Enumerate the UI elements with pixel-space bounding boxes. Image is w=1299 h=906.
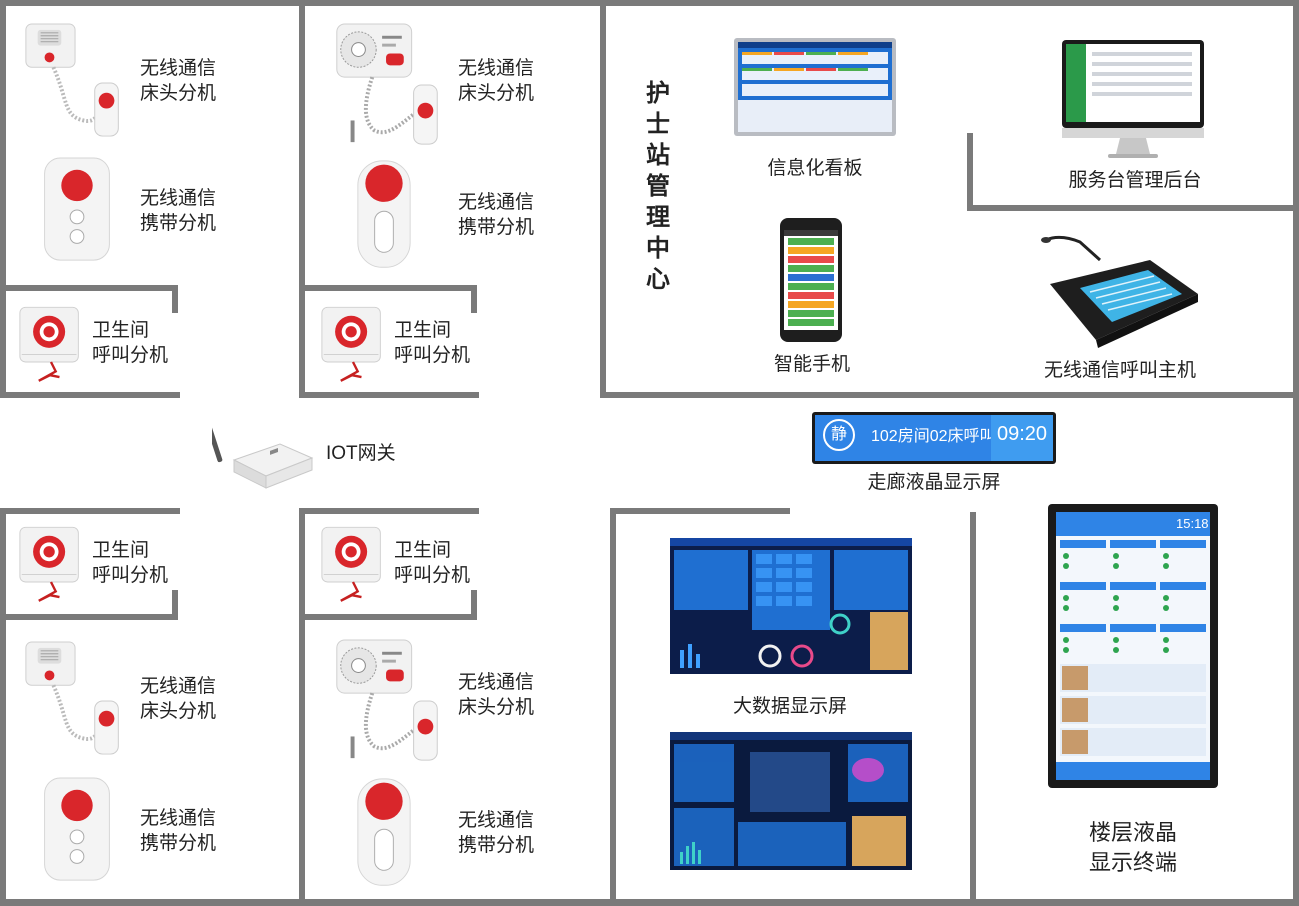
portable-label-bl: 无线通信 携带分机	[140, 808, 217, 854]
floor-lcd-terminal-icon	[1048, 504, 1218, 788]
portable-unit-tm	[356, 158, 412, 272]
wall-outer-bottom	[0, 899, 1299, 906]
wall-bigdata-top	[610, 508, 790, 514]
wall-top-room-divider	[299, 0, 305, 398]
portable-unit-tl	[42, 156, 112, 264]
wall-outer-right	[1293, 0, 1299, 906]
bedside-label-tm: 无线通信 床头分机	[458, 58, 535, 104]
wall-bath-tl-right	[172, 285, 178, 313]
corridor-lcd-label: 走廊液晶显示屏	[867, 472, 1001, 493]
wall-nurse-bottom	[600, 392, 1299, 398]
big-data-screen-1	[670, 538, 912, 674]
bedside-label-bl: 无线通信 床头分机	[140, 676, 217, 722]
quiet-icon: 静	[823, 419, 855, 451]
portable-unit-bm	[356, 776, 412, 890]
bathroom-label-tm: 卫生间 呼叫分机	[394, 320, 471, 366]
wall-outer-top	[0, 0, 1299, 6]
bathroom-unit-bl	[18, 524, 84, 606]
bathroom-unit-tm	[320, 304, 386, 386]
wall-bigdata-left	[610, 508, 616, 906]
wall-bath-bl-right	[172, 590, 178, 620]
portable-label-tm: 无线通信 携带分机	[458, 192, 535, 238]
wall-nurse-left	[600, 0, 606, 394]
wall-top-mid-bottom	[299, 392, 479, 398]
wall-top-left-bottom	[0, 392, 180, 398]
wall-bottom-mid-top	[299, 508, 479, 514]
call-host-label: 无线通信呼叫主机	[1043, 360, 1196, 381]
bathroom-unit-bm	[320, 524, 386, 606]
wall-bottom-room-divider	[299, 508, 305, 906]
corridor-call-text: 102房间02床呼叫	[871, 428, 996, 445]
wall-bigdata-right	[970, 512, 976, 906]
service-desk-label: 服务台管理后台	[1068, 170, 1202, 191]
kanban-monitor-icon	[734, 38, 896, 136]
bedside-unit-tl	[22, 22, 134, 140]
corridor-time: 09:20	[996, 423, 1048, 445]
bathroom-label-tl: 卫生间 呼叫分机	[92, 320, 169, 366]
wall-service-desk-left	[967, 133, 973, 210]
nurse-station-title: 护 士 站 管 理 中 心	[646, 80, 670, 293]
bedside-label-tl: 无线通信 床头分机	[140, 58, 217, 104]
corridor-time-panel: 09:20	[991, 415, 1053, 461]
wall-service-desk-bottom	[967, 205, 1299, 211]
iot-gateway-icon	[212, 414, 316, 490]
bedside-unit-bl	[22, 640, 134, 758]
bathroom-unit-tl	[18, 304, 84, 386]
kanban-label: 信息化看板	[767, 158, 863, 179]
floor-lcd-label: 楼层液晶 显示终端	[1088, 820, 1177, 875]
wall-outer-left-top	[0, 0, 6, 398]
bathroom-label-bl: 卫生间 呼叫分机	[92, 540, 169, 586]
call-host-icon	[1040, 230, 1200, 350]
wall-bath-bl-bottom	[0, 614, 178, 620]
portable-label-tl: 无线通信 携带分机	[140, 188, 217, 234]
portable-unit-bl	[42, 776, 112, 884]
floor-terminal-time: 15:18	[1176, 516, 1209, 531]
bathroom-label-bm: 卫生间 呼叫分机	[394, 540, 471, 586]
big-data-screen-2	[670, 732, 912, 870]
service-desk-monitor-icon	[1062, 40, 1204, 158]
bedside-label-bm: 无线通信 床头分机	[458, 672, 535, 718]
bedside-unit-bm	[334, 638, 444, 766]
wall-bath-tl-top	[0, 285, 178, 291]
bedside-unit-tm	[334, 22, 444, 150]
wall-bottom-left-top	[0, 508, 180, 514]
smartphone-icon	[780, 218, 842, 342]
corridor-lcd-screen: 静 102房间02床呼叫 09:20	[812, 412, 1056, 464]
big-data-label: 大数据显示屏	[732, 696, 847, 717]
wall-bath-bm-bottom	[299, 614, 477, 620]
portable-label-bm: 无线通信 携带分机	[458, 810, 535, 856]
iot-gateway-label: IOT网关	[326, 443, 396, 464]
wall-bath-bm-right	[471, 590, 477, 620]
smartphone-label: 智能手机	[773, 354, 850, 375]
wall-bath-tm-top	[299, 285, 477, 291]
wall-bath-tm-right	[471, 285, 477, 313]
wall-outer-left-bottom	[0, 508, 6, 906]
